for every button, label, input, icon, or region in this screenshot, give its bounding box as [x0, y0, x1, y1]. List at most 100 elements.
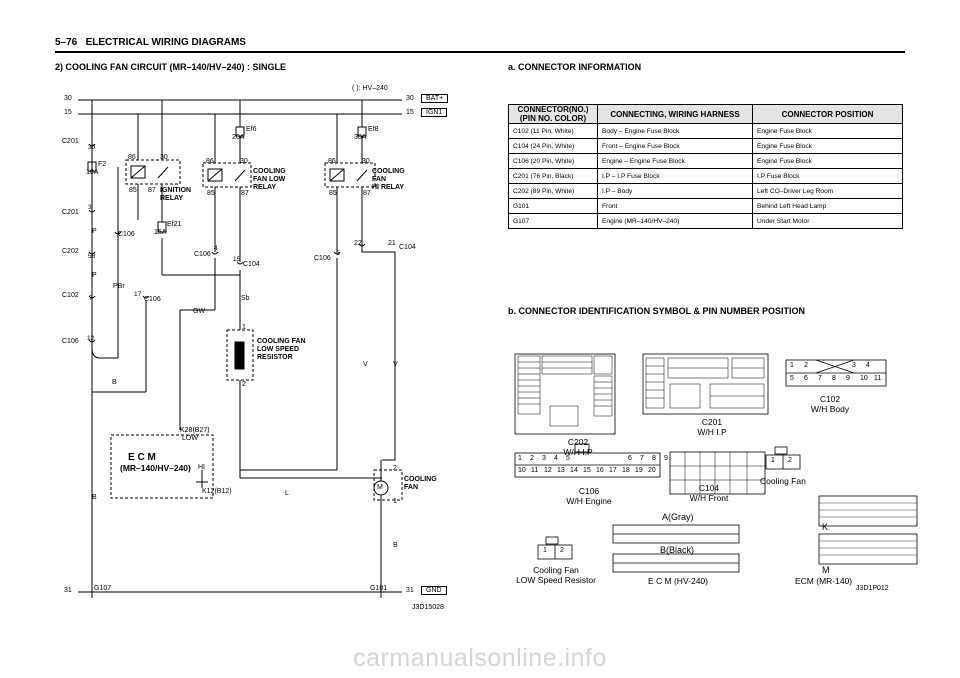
- c102-pin-10: 10: [860, 375, 868, 382]
- diagram-code: J3D15028: [412, 604, 444, 611]
- cell-position: I.P Fuse Block: [752, 168, 903, 184]
- c102-pins-top: 1 2 3 4: [790, 362, 870, 369]
- c102-pin-1: 1: [790, 362, 794, 369]
- conn-c106d: C106: [194, 251, 211, 258]
- cell-connector: G107: [508, 213, 598, 229]
- conn-c104a: C104: [243, 261, 260, 268]
- resistor-box: [226, 329, 254, 381]
- res-conn-pin-2: 2: [560, 547, 564, 554]
- c106-pin-10: 10: [518, 467, 526, 474]
- conn-c104b-pin2: 21: [388, 240, 396, 247]
- cell-harness: I.P – I.P Fuse Block: [597, 168, 753, 184]
- wiring-diagram: [78, 99, 403, 598]
- wire-label-pbr: PBr: [113, 283, 125, 290]
- ecm-mr-k-face: [818, 495, 918, 527]
- wire-label-p2: P: [92, 272, 97, 279]
- cell-connector: C102 (11 Pin, White): [508, 123, 598, 139]
- c201-name: C201: [701, 417, 723, 427]
- conn-c201b: C201: [62, 209, 79, 216]
- wire-label-v2: V: [393, 361, 398, 368]
- cell-position: Engine Fuse Block: [752, 153, 903, 169]
- wire-label-sb: Sb: [241, 295, 250, 302]
- cell-harness: Body – Engine Fuse Block: [597, 123, 753, 139]
- fan-label: COOLING FAN: [404, 476, 437, 492]
- c106-pin-2: 2: [530, 455, 534, 462]
- page-header: 5–76 ELECTRICAL WIRING DIAGRAMS: [55, 37, 246, 48]
- res-caption-line2: LOW Speed Resistor: [516, 575, 596, 585]
- table-row: C104 (24 Pin, White)Front – Engine Fuse …: [508, 138, 903, 154]
- table-header-row: CONNECTOR(NO.) (PIN NO. COLOR) CONNECTIN…: [508, 104, 903, 124]
- cell-harness: Engine – Engine Fuse Block: [597, 153, 753, 169]
- fuse-ef8-amp: 30A: [354, 134, 367, 141]
- res-conn-pins: 1 2: [543, 547, 564, 554]
- c104-face: [669, 451, 766, 495]
- c106-pin-15: 15: [583, 467, 591, 474]
- rail-label-30-right: 30: [406, 95, 414, 102]
- header-rule: [55, 51, 905, 53]
- arc-c106a: [88, 339, 96, 343]
- table-row: C106 (20 Pin, White)Engine – Engine Fuse…: [508, 153, 903, 169]
- table-row: C201 (76 Pin, Black)I.P – I.P Fuse Block…: [508, 168, 903, 184]
- conn-c106e-pin: 5: [336, 250, 340, 257]
- c202-name: C202: [567, 437, 589, 447]
- table-row: C102 (11 Pin, White)Body – Engine Fuse B…: [508, 123, 903, 139]
- c106-pin-3: 3: [542, 455, 546, 462]
- c106-caption: C106 W/H Engine: [557, 486, 621, 506]
- cell-position: Behind Left Head Lamp: [752, 198, 903, 214]
- hi-relay-contact: [356, 169, 368, 182]
- c102-pin-4: 4: [866, 362, 870, 369]
- c106-pin-16: 16: [596, 467, 604, 474]
- c106-pin-7: 7: [640, 455, 644, 462]
- ecm-title: E C M: [128, 452, 156, 463]
- rail-label-30-left: 30: [64, 95, 72, 102]
- c104-harness: W/H Front: [689, 493, 729, 503]
- conn-c106a: C106: [62, 338, 79, 345]
- arc-c106e: [333, 251, 341, 255]
- ecm-mr-m-face: [818, 533, 918, 565]
- low-relay-pin86: 86: [206, 158, 214, 165]
- arc-c201a: [88, 143, 96, 147]
- fan-conn-latch: [774, 446, 788, 455]
- fan-pin1: 1: [393, 498, 397, 505]
- fan-conn-pin-2: 2: [788, 457, 792, 464]
- c106-pin-8: 8: [652, 455, 656, 462]
- c201-caption: C201 W/H I.P: [682, 417, 742, 437]
- hi-coil-slash: [329, 168, 345, 182]
- c106-pin-14: 14: [570, 467, 578, 474]
- fuse-ef6-name: Ef6: [246, 126, 257, 133]
- conn-c106b: C106: [118, 231, 135, 238]
- conn-c106a-pin: 12: [87, 335, 95, 342]
- fuse-f2-amp: 10A: [86, 169, 99, 176]
- resistor-line1: COOLING FAN: [257, 338, 306, 345]
- ecm-k-caption: K: [822, 522, 829, 532]
- wire-label-b1: B: [112, 379, 117, 386]
- cell-connector: G101: [508, 198, 598, 214]
- c104-name: C104: [698, 483, 720, 493]
- wire-label-l: L: [285, 490, 289, 497]
- conn-c102-pin: 7: [89, 295, 93, 302]
- c106-pin-6: 6: [628, 455, 632, 462]
- note-hv240: ( ): HV–240: [352, 85, 388, 92]
- arc-c106d: [211, 251, 219, 255]
- low-relay-line1: COOLING: [253, 168, 286, 175]
- c102-pin-7: 7: [818, 375, 822, 382]
- ecm-a-caption: A(Gray): [662, 512, 694, 522]
- ecm-hv-caption: E C M (HV-240): [648, 576, 708, 586]
- fan-label-line1: COOLING: [404, 476, 437, 483]
- res-conn-caption: Cooling Fan LOW Speed Resistor: [514, 565, 598, 585]
- ground-g107-label: G107: [94, 585, 112, 592]
- cell-position: Under Start Motor: [752, 213, 903, 229]
- resistor-line3: RESISTOR: [257, 354, 293, 361]
- ecm-low-label: LOW: [182, 435, 198, 442]
- low-relay-pin85: 85: [207, 190, 215, 197]
- rail-label-15-left: 15: [64, 109, 72, 116]
- col-position: CONNECTOR POSITION: [752, 104, 903, 124]
- cell-harness: Engine (MR–140/HV–240): [597, 213, 753, 229]
- resistor-line2: LOW SPEED: [257, 346, 300, 353]
- wire-c106-loop: [91, 347, 118, 359]
- wire-label-gw: GW: [193, 308, 206, 315]
- ign-relay-pin85: 85: [129, 187, 137, 194]
